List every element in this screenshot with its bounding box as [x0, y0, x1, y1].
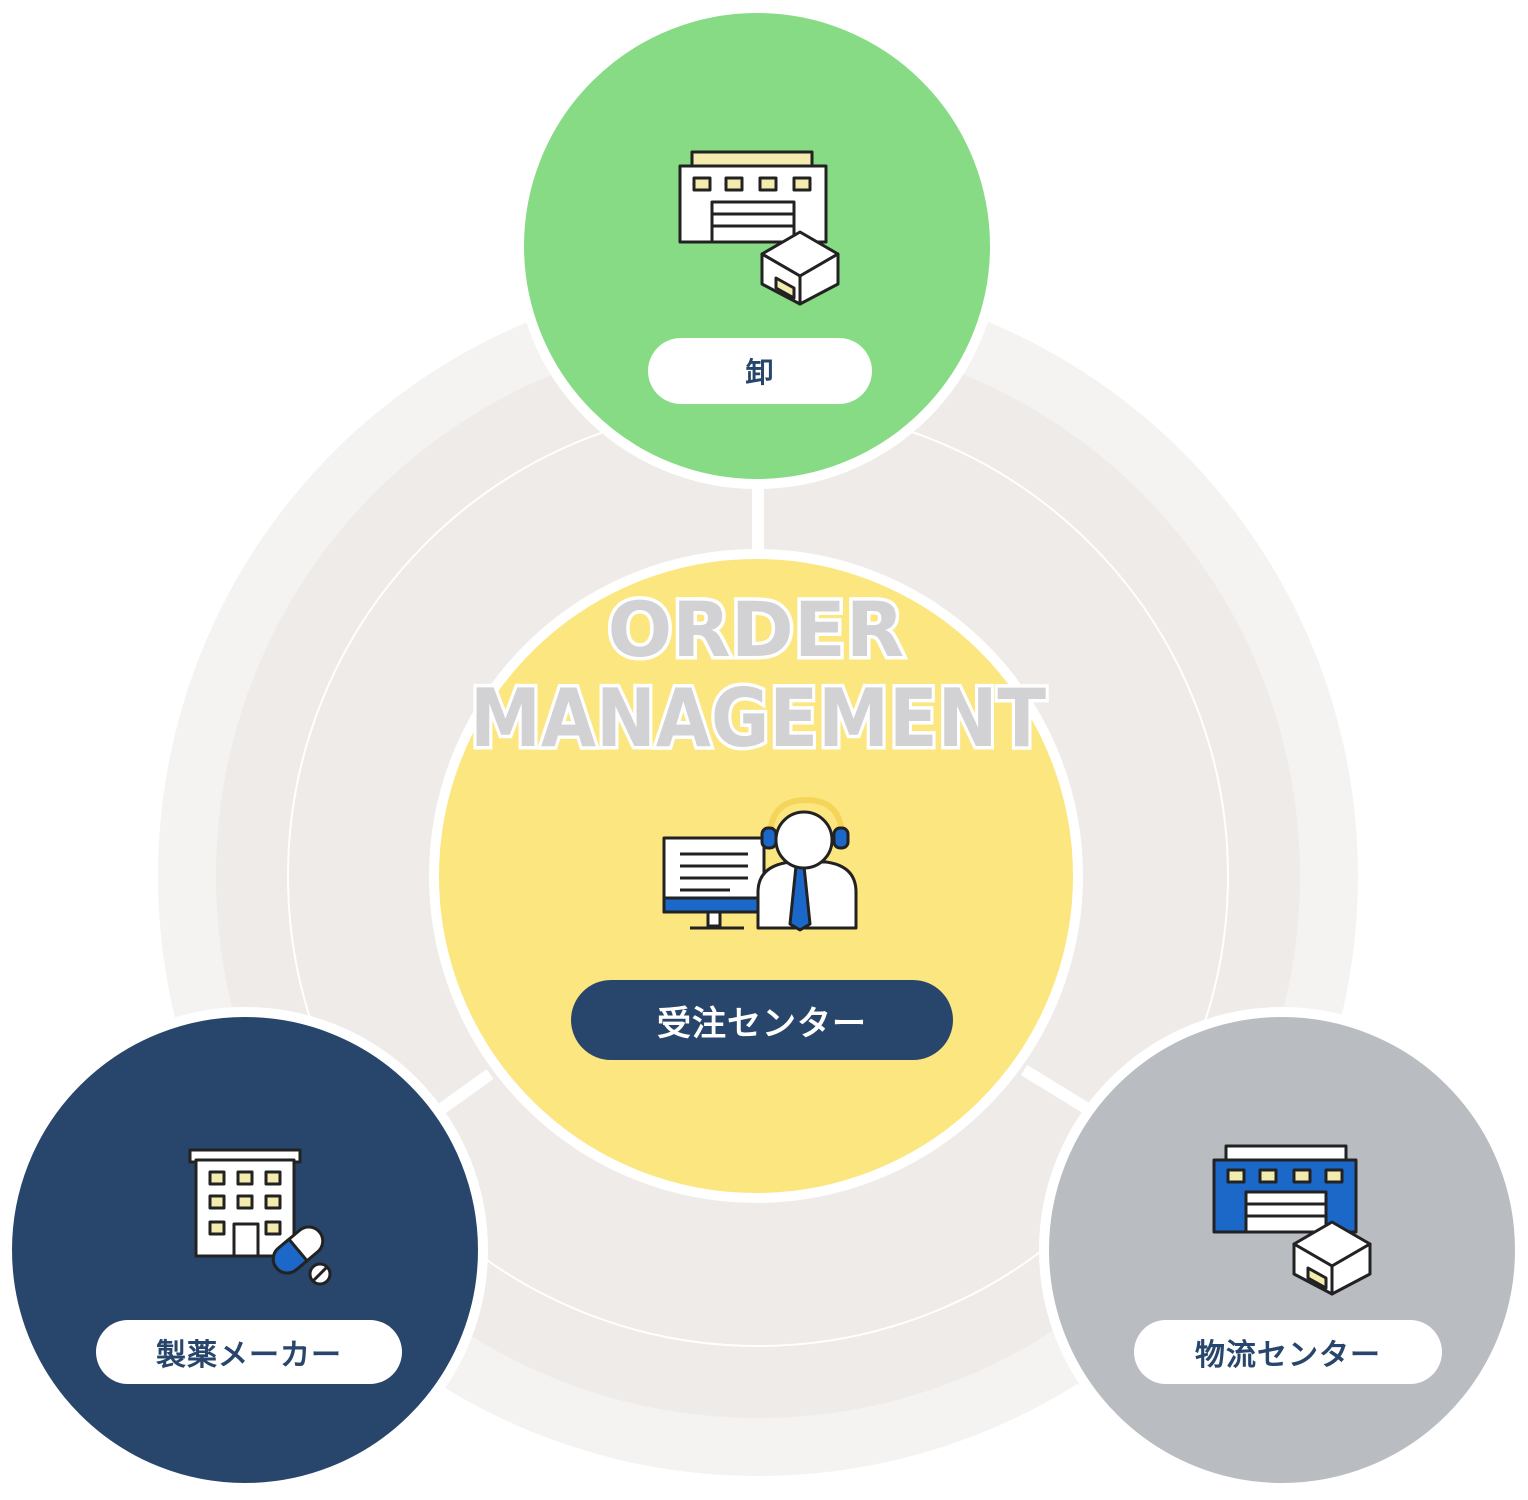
- wholesale-warehouse-icon: [678, 150, 840, 306]
- top-node: [514, 3, 1000, 489]
- center-title-line1: ORDER: [608, 585, 905, 674]
- right-node: [1039, 1007, 1525, 1493]
- logistics-warehouse-icon: [1212, 1144, 1372, 1296]
- center-node-label: 受注センター: [571, 980, 953, 1060]
- center-title-line2: MANAGEMENT: [470, 672, 1046, 765]
- top-node-label: 卸: [648, 338, 872, 404]
- call-center-operator-icon: [662, 797, 858, 932]
- right-node-label: 物流センター: [1134, 1320, 1442, 1384]
- connector-right: [1020, 1064, 1090, 1114]
- pharma-building-icon: [188, 1148, 332, 1286]
- connector-left: [436, 1069, 494, 1115]
- left-node-label: 製薬メーカー: [96, 1320, 402, 1384]
